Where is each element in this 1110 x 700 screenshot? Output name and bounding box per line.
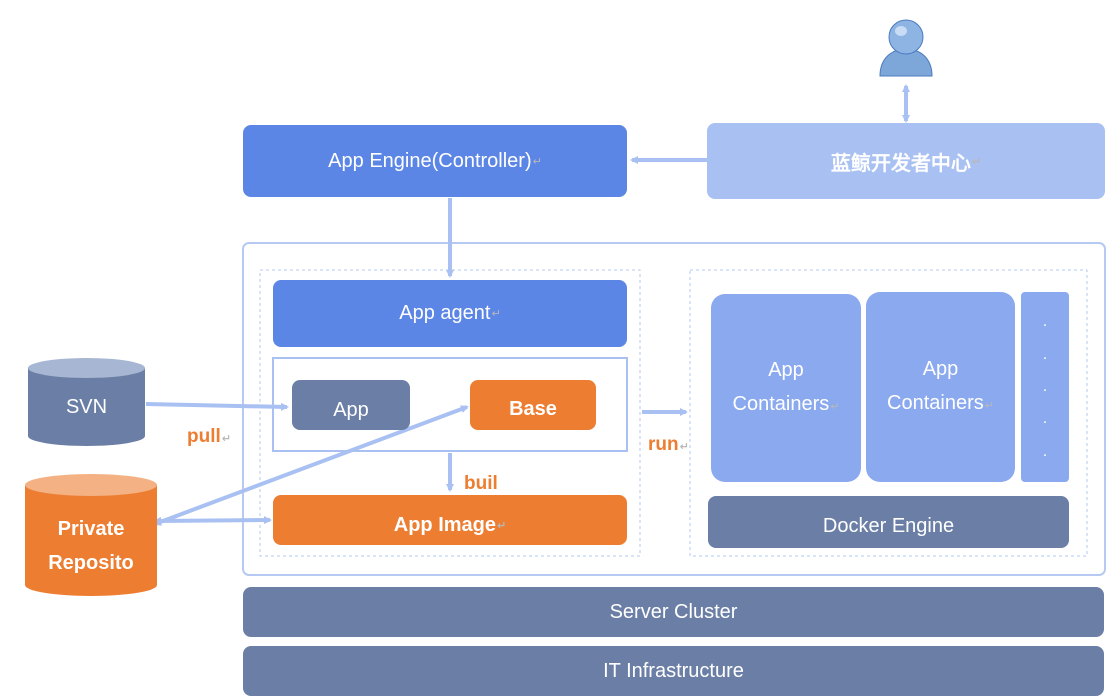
it-infrastructure-label: IT Infrastructure — [603, 659, 744, 682]
app-image-label: App Image — [393, 513, 497, 536]
docker-engine-box: Docker Engine — [708, 496, 1069, 548]
private-repo-cylinder-shape — [25, 474, 157, 596]
dev-center-box: 蓝鲸开发者中心↵ — [707, 123, 1105, 199]
app-agent-box: App agent↵ — [273, 280, 627, 347]
server-cluster-label: Server Cluster — [609, 600, 738, 623]
build-label: buil — [464, 473, 498, 494]
base-box: Base — [470, 380, 596, 430]
app-container-1: App Containers↵ — [711, 294, 861, 482]
svn-app-arrow — [145, 402, 289, 411]
svn-cylinder-shape — [28, 358, 145, 446]
it-infrastructure-box: IT Infrastructure — [243, 646, 1104, 696]
run-label: run — [648, 434, 679, 455]
more-containers-box: . . . . . — [1021, 292, 1069, 482]
app-container-2: App Containers↵ — [866, 292, 1015, 482]
app-container-1-line2-wrap: Containers↵ — [732, 392, 840, 415]
ellipsis-dot: . — [1042, 345, 1048, 363]
app-container-2-line2: Containers — [887, 391, 984, 414]
run-group-frame — [689, 269, 1088, 557]
app-engine-label: App Engine(Controller) — [328, 149, 532, 172]
base-repo-arrow — [153, 405, 469, 526]
app-label: App — [333, 398, 369, 421]
ellipsis-dot: . — [1042, 442, 1048, 460]
run-label-wrap: run↵ — [648, 434, 689, 455]
dev-center-label: 蓝鲸开发者中心 — [830, 152, 971, 175]
ellipsis-dot: . — [1042, 410, 1048, 428]
private-repo-line2: Reposito — [48, 552, 134, 574]
app-container-2-line2-wrap: Containers↵ — [887, 391, 994, 414]
app-agent-label: App agent — [399, 302, 491, 324]
app-image-box: App Image↵ — [273, 495, 627, 545]
build-label-wrap: buil — [464, 473, 498, 495]
app-container-2-line1: App — [922, 357, 959, 380]
pull-label: pull — [187, 426, 221, 447]
svn-label-wrap: SVN — [28, 385, 145, 429]
image-repo-arrow — [153, 516, 272, 525]
user-person-icon — [879, 19, 933, 77]
server-cluster-box: Server Cluster — [243, 587, 1104, 637]
pull-label-wrap: pull↵ — [187, 426, 231, 447]
app-container-1-line1: App — [768, 358, 804, 381]
svn-label: SVN — [65, 395, 108, 418]
app-engine-box: App Engine(Controller)↵ — [243, 125, 627, 197]
ellipsis-dot: . — [1042, 313, 1048, 331]
base-label: Base — [509, 397, 557, 420]
app-box: App — [292, 380, 410, 430]
private-repo-line1: Private — [57, 518, 125, 540]
app-container-1-line2: Containers — [732, 392, 830, 415]
private-repo-label-wrap: Private Reposito — [25, 512, 157, 580]
ellipsis-dot: . — [1042, 377, 1048, 395]
docker-engine-label: Docker Engine — [822, 514, 955, 537]
